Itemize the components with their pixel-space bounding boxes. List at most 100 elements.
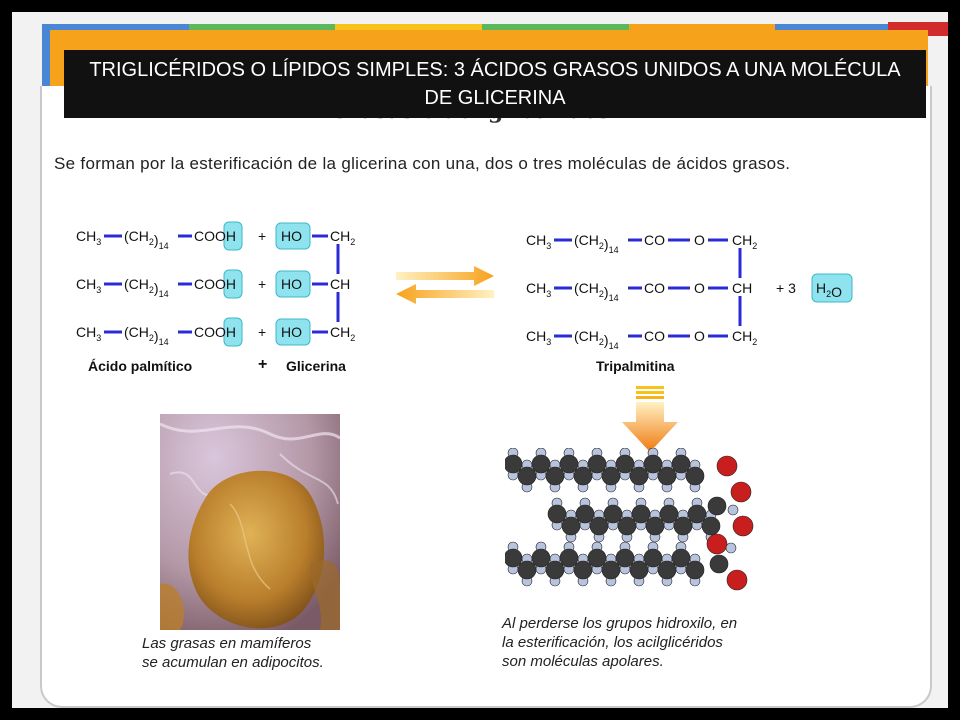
product-glycerol-carbon: CH2 [732,328,757,347]
carbon-atom [559,548,579,568]
carbon-atom [505,454,523,474]
carbon-atom [671,548,691,568]
product-ch3: CH3 [526,232,551,251]
water-highlight [811,273,853,303]
glycerol-hydroxyl: HO [281,276,302,292]
reactant-ch3: CH3 [76,276,101,295]
carbon-atom [687,504,707,524]
product-ester-oxygen: O [694,232,705,248]
product-chain: (CH2)14 [574,280,619,303]
label-palmitic-acid: Ácido palmítico [88,358,193,374]
glycerol-carbon: CH2 [330,324,355,343]
reactant-ch3: CH3 [76,228,101,247]
label-tripalmitin: Tripalmitina [596,358,675,374]
oxygen-atom [732,515,754,537]
carbon-atom [573,560,593,580]
carbon-atom [603,504,623,524]
product-glycerol-carbon: CH2 [732,232,757,251]
product-carbonyl: CO [644,232,665,248]
carbon-atom [701,516,721,536]
water-formula: H2O [816,280,842,300]
cooh-hydroxyl-highlight [223,221,243,251]
plus-sign: + [258,276,266,292]
reactant-cooh: COOH [194,228,236,244]
reactant-ch3: CH3 [76,324,101,343]
photo-caption-line: se acumulan en adipocitos. [142,654,324,671]
carbon-atom [531,454,551,474]
carbon-atom [707,496,727,516]
product-carbonyl: CO [644,328,665,344]
carbon-atom [659,504,679,524]
reactant-chain: (CH2)14 [124,228,169,251]
photo-caption-line: Las grasas en mamíferos [142,635,312,652]
product-ch3: CH3 [526,328,551,347]
hydrogen-atom [727,504,739,516]
product-glycerol-carbon: CH [732,280,752,296]
carbon-atom [531,548,551,568]
product-ester-oxygen: O [694,328,705,344]
hydrogen-atom [725,542,737,554]
carbon-atom [601,560,621,580]
oxygen-atom [726,569,748,591]
adipocyte-photo [160,414,340,630]
photo-caption: Las grasas en mamíferos se acumulan en a… [142,634,324,672]
label-plus: + [258,356,268,373]
carbon-atom [617,516,637,536]
carbon-atom [645,516,665,536]
product-ester-oxygen: O [694,280,705,296]
carbon-atom [559,454,579,474]
oxygen-atom [730,481,752,503]
glycerol-carbon: CH2 [330,228,355,247]
carbon-atom [685,466,705,486]
carbon-atom [517,560,537,580]
molecule-caption-line: Al perderse los grupos hidroxilo, en [502,615,738,632]
space-filling-molecule [505,448,754,591]
reactant-cooh: COOH [194,324,236,340]
carbon-atom [575,504,595,524]
reverse-arrow-icon [396,284,494,304]
reactant-chain: (CH2)14 [124,276,169,299]
reactant-cooh: COOH [194,276,236,292]
carbon-atom [709,554,729,574]
product-chain: (CH2)14 [574,232,619,255]
carbon-atom [643,454,663,474]
color-strip [42,24,923,30]
carbon-atom [573,466,593,486]
molecule-caption-line: la esterificación, los acilglicéridos [502,634,723,651]
reactant-chain: (CH2)14 [124,324,169,347]
carbon-atom [671,454,691,474]
water-coefficient: + 3 [776,280,796,296]
glycerol-hydroxyl: HO [281,228,302,244]
oxygen-atom [706,533,728,555]
carbon-atom [643,548,663,568]
carbon-atom [615,548,635,568]
plus-sign: + [258,228,266,244]
plus-sign: + [258,324,266,340]
carbon-atom [629,560,649,580]
forward-arrow-icon [396,266,494,286]
carbon-atom [505,548,523,568]
product-carbonyl: CO [644,280,665,296]
carbon-atom [631,504,651,524]
molecule-caption-line: son moléculas apolares. [502,653,664,670]
carbon-atom [545,560,565,580]
carbon-atom [685,560,705,580]
carbon-atom [587,548,607,568]
glycerol-hydroxyl-highlight [275,222,311,250]
blue-accent [42,30,50,86]
carbon-atom [587,454,607,474]
carbon-atom [589,516,609,536]
carbon-atom [517,466,537,486]
cooh-hydroxyl-highlight [223,317,243,347]
carbon-atom [601,466,621,486]
carbon-atom [615,454,635,474]
carbon-atom [657,466,677,486]
glycerol-hydroxyl-highlight [275,318,311,346]
down-arrow-icon [622,386,678,452]
oxygen-atom [716,455,738,477]
glycerol-hydroxyl-highlight [275,270,311,298]
slide-title: TRIGLICÉRIDOS O LÍPIDOS SIMPLES: 3 ÁCIDO… [64,50,926,118]
glycerol-hydroxyl: HO [281,324,302,340]
label-glycerol: Glicerina [286,358,346,374]
